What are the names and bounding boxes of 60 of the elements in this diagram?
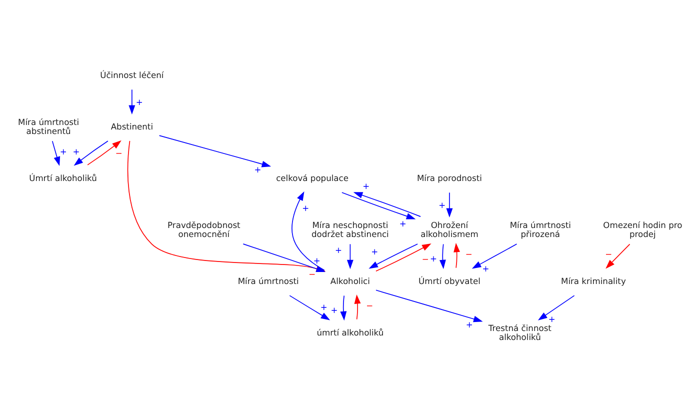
node-text: Míra kriminality: [561, 275, 626, 286]
arrow: [340, 294, 347, 320]
edge-label: +: [548, 313, 556, 324]
node-text: úmrtí alkoholiků: [316, 326, 384, 337]
edge-label: +: [482, 263, 490, 274]
node-text: Míra úmrtnosti: [238, 275, 299, 286]
edge-label: +: [330, 304, 338, 315]
node-text: Účinnost léčení: [100, 69, 164, 80]
edge-label: +: [334, 244, 342, 255]
arrow: [354, 294, 361, 320]
edge-label: −: [308, 268, 316, 279]
node-text: Omezení hodin pro prodej: [603, 219, 682, 238]
arrow: [472, 243, 518, 268]
arrow: [74, 140, 108, 166]
edge-label: +: [302, 202, 310, 213]
node-text: Abstinenti: [110, 120, 154, 131]
node-text: Alkoholici: [330, 275, 370, 286]
edge-label: +: [254, 164, 262, 174]
node-text: celková populace: [276, 172, 348, 182]
edge-label: +: [371, 246, 378, 256]
edge-label: +: [430, 253, 438, 264]
edge-label: −: [115, 148, 122, 158]
arrow: [128, 88, 136, 114]
node-text: Ohrožení alkoholismem: [420, 219, 478, 238]
node-text: Míra porodnosti: [416, 172, 482, 182]
edge-label: +: [362, 180, 370, 191]
node-text: Míra úmrtnosti abstinentů: [18, 116, 80, 136]
edge-label: +: [60, 146, 67, 156]
edge-label: −: [366, 300, 374, 310]
node-text: Trestná činnost alkoholiků: [488, 322, 552, 342]
arrow: [368, 243, 418, 268]
arrow: [346, 243, 354, 269]
arrow: [52, 140, 60, 166]
node-text: Pravděpodobnost onemocnění: [168, 219, 240, 238]
edge-label: +: [466, 319, 473, 329]
arrow: [454, 242, 460, 268]
arrow: [87, 140, 122, 165]
arrow: [376, 289, 483, 322]
arrow: [289, 294, 330, 320]
edge-label: −: [465, 248, 472, 258]
arrow: [158, 134, 272, 167]
edge-label: +: [320, 301, 328, 312]
edge-label: +: [438, 199, 446, 210]
edge-label: +: [72, 146, 80, 156]
node-text: Míra neschopnosti dodržet abstinenci: [311, 219, 389, 238]
edge-label: +: [399, 218, 406, 228]
arrow: [353, 192, 421, 216]
edge-label: −: [422, 254, 429, 264]
edge-label: +: [136, 96, 143, 106]
edge-label: −: [605, 248, 612, 259]
node-text: Míra úmrtnosti přirozená: [510, 219, 571, 238]
arrow: [446, 192, 453, 218]
arrow: [606, 243, 630, 268]
edge-label: +: [313, 254, 320, 265]
arrow: [439, 243, 446, 269]
node-text: Úmrtí obyvatel: [418, 275, 480, 286]
arrow: [538, 294, 575, 320]
arrow: [376, 242, 432, 272]
node-text: Úmrtí alkoholiků: [29, 172, 97, 182]
arrow: [342, 192, 416, 219]
